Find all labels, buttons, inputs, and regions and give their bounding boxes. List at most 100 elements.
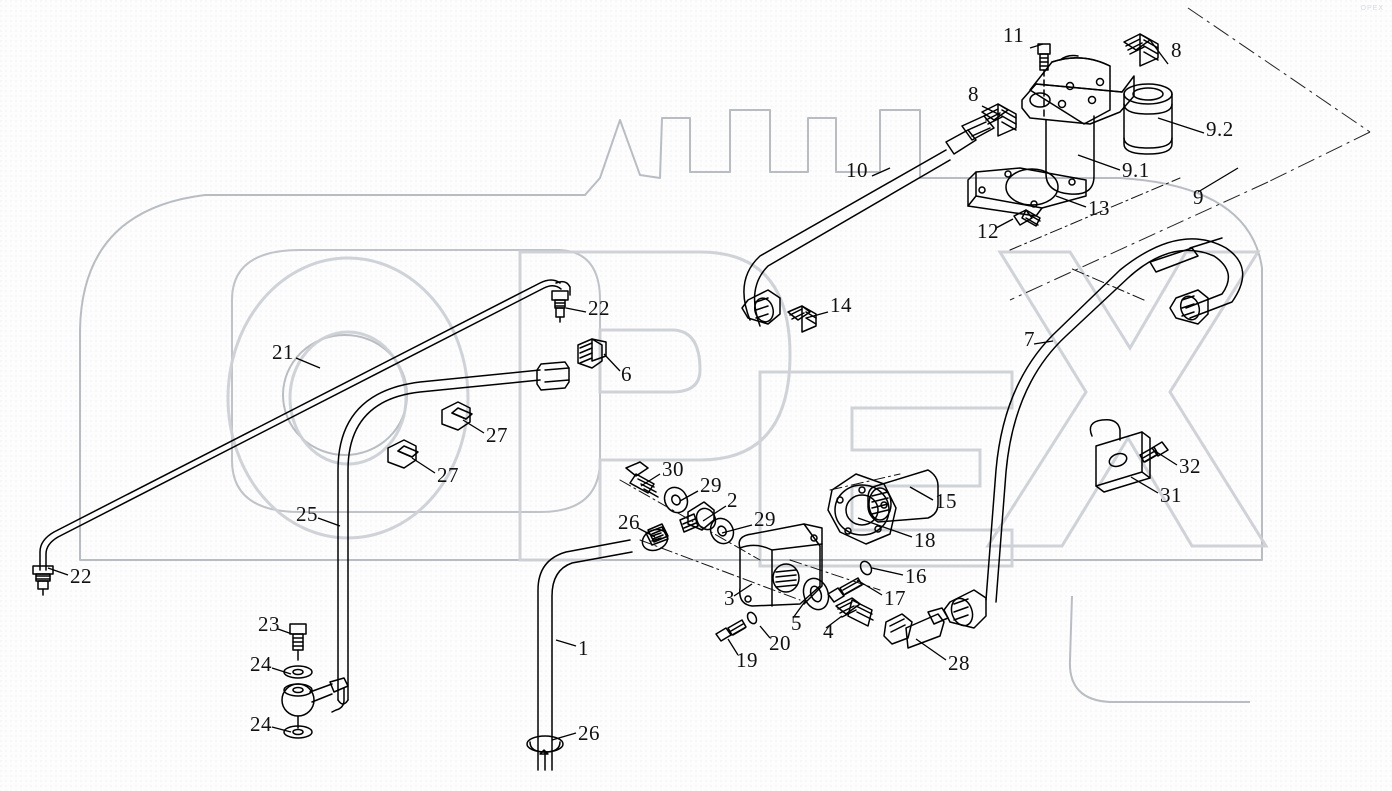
callout-leader [679,490,699,502]
callout-label-1: 1 [578,636,589,660]
callout-label-17: 17 [884,586,906,610]
part-9-1-filter-housing [1021,54,1135,195]
callout-leader [271,667,292,675]
callout-label-23: 23 [258,612,280,636]
callout-leader [317,517,341,527]
callout-leader [871,167,891,177]
callout-label-12: 12 [977,219,999,243]
part-10-top-collar [945,115,995,155]
callout-label-20: 20 [769,631,791,655]
callout-leader [1157,117,1205,134]
part-15-bushing [867,469,939,523]
callout-leader [871,567,904,576]
callout-label-7: 7 [1024,327,1035,351]
callout-label-6: 6 [621,362,632,386]
part-26-clamp-bottom [526,735,564,771]
callout-label-8: 8 [1171,38,1182,62]
callout-leader [277,628,293,635]
part-22-left-fitting [32,565,54,596]
part-11-bolt [1037,43,1051,119]
callout-leader [981,105,1001,116]
part-27-clamp-upper [441,401,473,431]
callout-leader [857,517,913,538]
callout-label-26: 26 [618,510,640,534]
part-5-washer [802,577,830,611]
callout-leader [1130,476,1159,494]
callout-leader [856,579,883,596]
callout-label-11: 11 [1003,23,1025,47]
section-boundary [1009,7,1371,301]
callout-label-4: 4 [823,619,834,643]
corner-watermark: OPEX [1360,5,1384,12]
callout-label-15: 15 [935,489,957,513]
part-29-washer-a [663,486,689,514]
callout-label-24: 24 [250,712,272,736]
part-23-banjo-bolt [289,623,307,661]
callout-label-21: 21 [272,340,294,364]
part-18-flange [827,473,897,545]
callout-label-28: 28 [948,651,970,675]
callout-label-32: 32 [1179,454,1201,478]
callout-leader [909,486,934,501]
part-7-pressure-hose [985,238,1244,603]
callout-leader [792,599,807,619]
part-31-clip [1089,418,1151,493]
part-14-adapter [787,305,817,333]
callout-label-22: 22 [588,296,610,320]
callout-leader [603,353,621,372]
part-1-suction-hose [537,539,633,771]
callout-label-10: 10 [846,158,868,182]
callout-label-27: 27 [437,463,459,487]
callout-label-29: 29 [754,507,776,531]
callout-leader [462,419,485,434]
callout-leader [1077,154,1121,171]
callout-label-9-1: 9.1 [1122,158,1150,182]
part-16-washer [859,560,873,576]
callout-leader [555,639,577,647]
callout-label-5: 5 [791,611,802,635]
part-25-lower-run [331,687,345,713]
callout-label-16: 16 [905,564,927,588]
callout-label-22: 22 [70,564,92,588]
callout-label-31: 31 [1160,483,1182,507]
callout-leader [995,218,1014,229]
callout-leader [727,638,739,656]
callout-label-26: 26 [578,721,600,745]
part-9-2-filter-element [1123,83,1173,155]
part-8-left-adapter [981,103,1017,137]
callout-label-29: 29 [700,473,722,497]
part-12-bolt [1013,209,1041,227]
callout-label-27: 27 [486,423,508,447]
callout-label-9-2: 9.2 [1206,117,1234,141]
callout-label-9: 9 [1193,185,1204,209]
callout-leader [640,473,661,487]
callout-leader [805,311,829,319]
part-29-washer-b [709,517,735,545]
callout-leader [551,732,577,741]
callout-leader [1197,167,1239,193]
callout-label-2: 2 [727,488,738,512]
callout-label-14: 14 [830,293,852,317]
part-25-end-nut [536,361,570,391]
callout-leader [1033,340,1054,345]
callout-leader [411,457,436,474]
callout-leader [733,583,753,597]
callout-leader [565,307,587,313]
part-24-washer-lower [283,715,313,739]
callout-label-25: 25 [296,502,318,526]
callout-label-13: 13 [1088,196,1110,220]
callout-leader [1154,450,1178,466]
callout-leader [702,505,727,522]
part-20-washer [746,611,758,625]
callout-leader [1055,195,1087,208]
callout-leader [47,567,69,576]
part-10-bottom-nut [741,289,781,325]
part-21-long-pipe [39,279,562,571]
part-13-bracket [967,167,1087,217]
callout-label-19: 19 [736,648,758,672]
callout-leader [1029,43,1044,49]
callout-label-24: 24 [250,652,272,676]
